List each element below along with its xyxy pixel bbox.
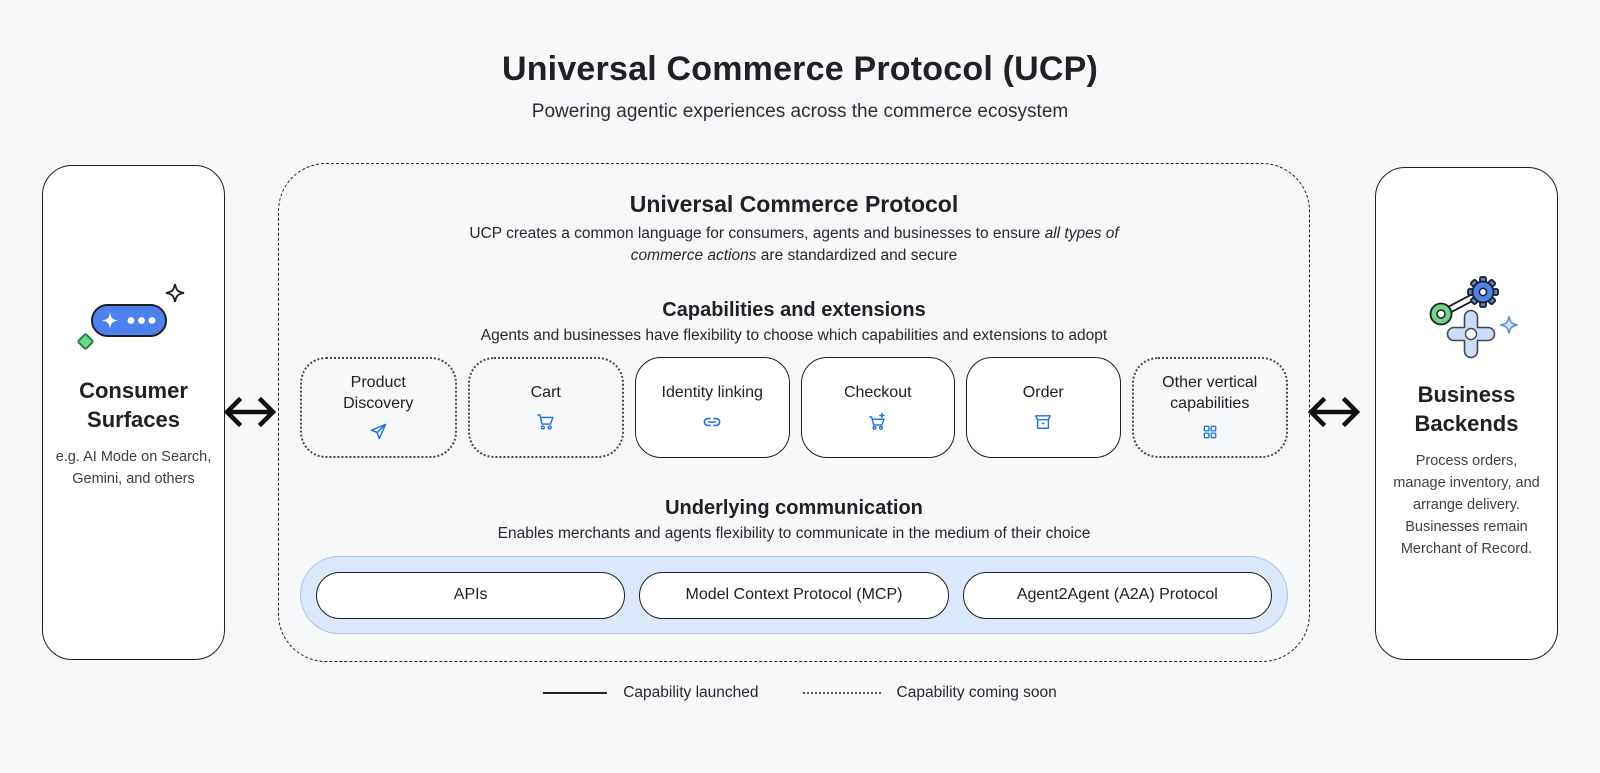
- capability-label: Checkout: [843, 384, 912, 402]
- capability-checkout: Checkout: [800, 357, 955, 458]
- consumer-surfaces-description: e.g. AI Mode on Search, Gemini, and othe…: [55, 449, 212, 488]
- legend-coming-soon-label: Capability coming soon: [896, 684, 1057, 701]
- communication-title: Underlying communication: [665, 497, 923, 519]
- shopping-cart-icon: [536, 412, 556, 432]
- capability-other-vertical: Other vertical capabilities: [1131, 357, 1288, 458]
- consumer-surfaces-title: Consumer Surfaces: [79, 378, 188, 432]
- ucp-container: Universal Commerce Protocol UCP creates …: [278, 163, 1310, 662]
- send-icon: [369, 422, 388, 442]
- capabilities-title: Capabilities and extensions: [662, 299, 926, 321]
- dotted-line-swatch: [802, 692, 881, 694]
- legend: Capability launched Capability coming so…: [0, 684, 1600, 702]
- legend-coming-soon: Capability coming soon: [802, 684, 1057, 702]
- double-arrow-icon: [1306, 392, 1362, 437]
- link-icon: [702, 412, 722, 432]
- page-subtitle: Powering agentic experiences across the …: [531, 101, 1069, 122]
- ucp-description: UCP creates a common language for consum…: [469, 225, 1119, 264]
- ucp-title: Universal Commerce Protocol: [629, 191, 959, 217]
- legend-launched: Capability launched: [543, 684, 759, 702]
- grid-icon: [1202, 422, 1218, 442]
- chat-sparkle-icon: [76, 278, 192, 361]
- gear-machinery-icon: [1409, 268, 1525, 365]
- capability-label: Identity linking: [661, 384, 763, 402]
- capability-identity-linking: Identity linking: [635, 357, 790, 458]
- capability-cart: Cart: [467, 357, 624, 458]
- capability-label: Other vertical capabilities: [1162, 374, 1258, 412]
- capability-label: Product Discovery: [343, 374, 414, 412]
- communication-subtitle: Enables merchants and agents flexibility…: [497, 525, 1091, 542]
- package-icon: [1033, 412, 1053, 432]
- capability-label: Cart: [530, 384, 561, 402]
- capabilities-subtitle: Agents and businesses have flexibility t…: [480, 327, 1108, 344]
- page-title: Universal Commerce Protocol (UCP): [501, 50, 1099, 88]
- consumer-surfaces-panel: Consumer Surfaces e.g. AI Mode on Search…: [42, 165, 225, 660]
- business-backends-description: Process orders, manage inventory, and ar…: [1393, 453, 1540, 558]
- channel-apis: APIs: [316, 571, 626, 619]
- capability-order: Order: [966, 357, 1121, 458]
- legend-launched-label: Capability launched: [623, 684, 759, 701]
- capability-product-discovery: Product Discovery: [300, 357, 457, 458]
- capabilities-row: Product Discovery Cart Identity linking …: [300, 357, 1288, 458]
- double-arrow-icon: [222, 392, 278, 437]
- capability-label: Order: [1022, 384, 1064, 402]
- business-backends-panel: Business Backends Process orders, manage…: [1375, 167, 1558, 660]
- solid-line-swatch: [543, 692, 608, 694]
- business-backends-title: Business Backends: [1414, 382, 1519, 436]
- channel-a2a: Agent2Agent (A2A) Protocol: [962, 571, 1272, 619]
- channel-mcp: Model Context Protocol (MCP): [639, 571, 949, 619]
- communication-band: APIs Model Context Protocol (MCP) Agent2…: [300, 556, 1288, 634]
- add-cart-icon: [868, 412, 888, 432]
